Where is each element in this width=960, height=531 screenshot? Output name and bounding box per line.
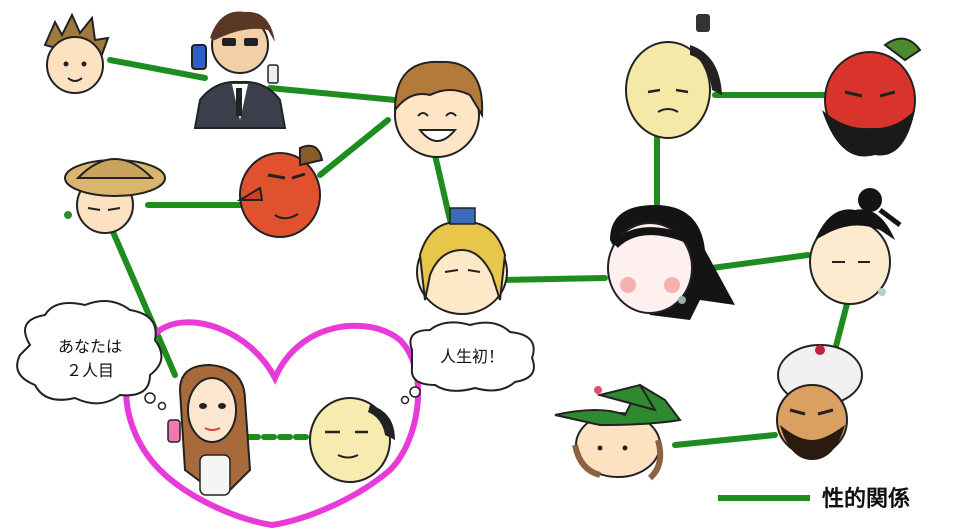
topknot-samurai-icon xyxy=(309,397,395,483)
spiky-hair-boy-icon xyxy=(43,12,110,94)
gal-girl-with-phone-icon xyxy=(167,363,252,496)
red-bearded-warrior-icon xyxy=(822,37,922,157)
bubble-right-text: 人生初！ xyxy=(440,347,504,366)
heart-outline xyxy=(123,319,422,529)
relation-line xyxy=(317,117,391,178)
smiling-brown-hair-face-icon xyxy=(393,60,484,158)
legend-label: 性的関係 xyxy=(822,486,910,512)
relation-line xyxy=(497,275,608,283)
relation-line xyxy=(267,85,398,103)
turban-man-icon xyxy=(776,344,863,460)
bubble-left-line1: あなたは xyxy=(58,337,122,356)
speech-bubble-right: 人生初！ xyxy=(400,321,535,405)
relation-line xyxy=(672,432,778,448)
legend: 性的関係 xyxy=(718,486,910,512)
green-witch-hat-icon xyxy=(554,383,682,481)
red-tengu-mask-icon xyxy=(236,144,324,238)
relation-line xyxy=(107,222,178,378)
topknot-samurai-icon xyxy=(625,14,722,139)
businessman-with-phone-icon xyxy=(191,11,287,129)
relation-line xyxy=(832,297,851,353)
court-lady-face-icon xyxy=(809,188,902,305)
long-black-hair-lady-icon xyxy=(607,205,735,320)
bubble-left-line2: ２人目 xyxy=(66,361,114,380)
relation-line xyxy=(709,252,811,271)
relation-line xyxy=(432,152,453,223)
straw-hat-face-icon xyxy=(64,158,166,234)
relation-line xyxy=(107,57,208,81)
crowned-buddha-face-icon xyxy=(416,207,508,315)
speech-bubble-left: あなたは ２人目 xyxy=(16,300,167,411)
